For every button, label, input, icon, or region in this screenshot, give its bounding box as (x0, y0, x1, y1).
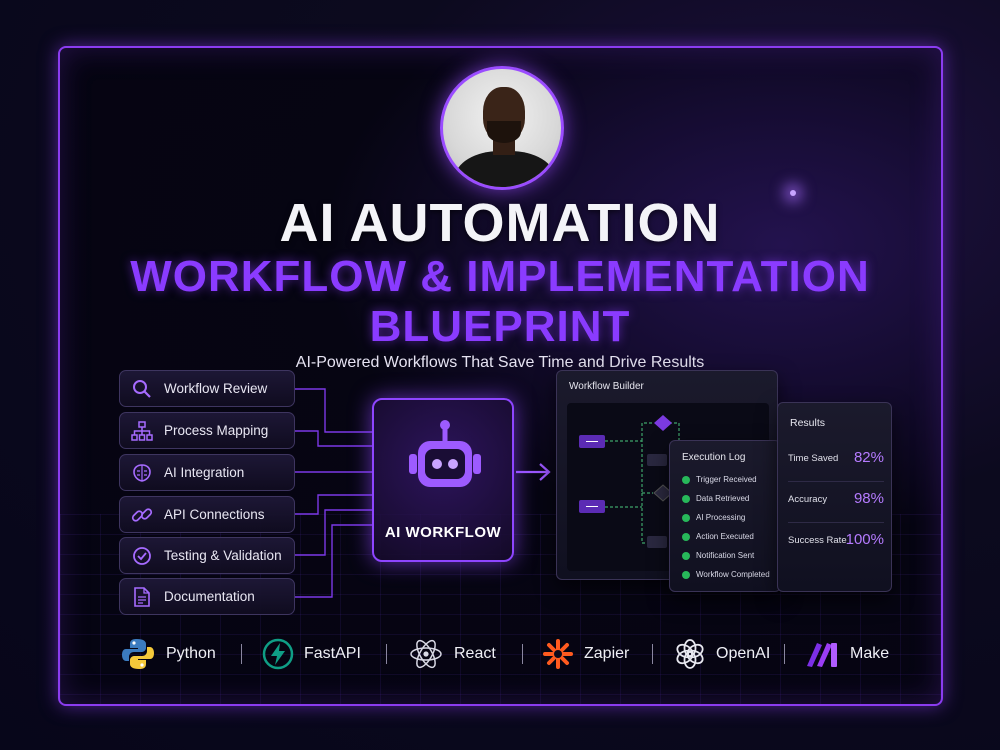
tool-label: Zapier (584, 645, 630, 662)
execution-log-panel: Execution Log Trigger Received Data Retr… (669, 440, 781, 592)
step-label: AI Integration (164, 465, 245, 480)
step-label: Testing & Validation (164, 548, 282, 563)
make-icon (807, 643, 837, 667)
check-icon (682, 475, 690, 484)
step-testing-validation: Testing & Validation (119, 537, 295, 574)
brain-icon (120, 454, 164, 491)
title-line-2: WORKFLOW & IMPLEMENTATION (130, 252, 870, 301)
tool-zapier: Zapier (542, 636, 629, 672)
log-item: Workflow Completed (682, 570, 770, 579)
check-icon (682, 494, 690, 503)
log-item: AI Processing (682, 513, 745, 522)
check-icon (682, 532, 690, 541)
tool-react: React (408, 636, 496, 672)
link-icon (120, 496, 164, 533)
tool-fastapi: FastAPI (262, 636, 361, 672)
openai-icon (676, 639, 704, 669)
tool-label: React (454, 645, 496, 662)
panel-title: Execution Log (682, 452, 746, 463)
step-label: Documentation (164, 589, 255, 604)
title-line-1: AI AUTOMATION (279, 193, 721, 253)
tool-label: Python (166, 645, 216, 662)
subtitle: AI-Powered Workflows That Save Time and … (295, 354, 705, 371)
check-icon (682, 570, 690, 579)
tool-make: Make (806, 636, 889, 672)
step-api-connections: API Connections (119, 496, 295, 533)
step-label: API Connections (164, 507, 265, 522)
step-label: Workflow Review (164, 381, 268, 396)
tools-row: Python FastAPI React Zapier (120, 636, 900, 672)
ai-workflow-box: AI WORKFLOW (372, 398, 514, 562)
react-icon (410, 639, 442, 669)
python-icon (122, 639, 154, 669)
ai-workflow-label: AI WORKFLOW (384, 524, 502, 541)
tool-label: FastAPI (304, 645, 361, 662)
search-icon (120, 370, 164, 407)
panel-title: Results (790, 417, 826, 429)
log-item: Data Retrieved (682, 494, 749, 503)
robot-icon (409, 420, 481, 487)
check-circle-icon (120, 537, 164, 574)
check-icon (682, 551, 690, 560)
hierarchy-icon (120, 412, 164, 449)
log-item: Trigger Received (682, 475, 757, 484)
step-documentation: Documentation (119, 578, 295, 615)
check-icon (682, 513, 690, 522)
step-label: Process Mapping (164, 423, 269, 438)
step-process-mapping: Process Mapping (119, 412, 295, 449)
arrow-right-icon (516, 463, 551, 481)
glow-star (790, 190, 796, 196)
step-ai-integration: AI Integration (119, 454, 295, 491)
tool-openai: OpenAI (674, 636, 770, 672)
document-icon (120, 578, 164, 615)
flow-diagram (579, 415, 680, 548)
panel-title: Workflow Builder (569, 381, 644, 392)
step-workflow-review: Workflow Review (119, 370, 295, 407)
tool-python: Python (120, 636, 216, 672)
fastapi-icon (262, 638, 294, 670)
title-line-3: BLUEPRINT (369, 302, 631, 351)
tool-label: Make (850, 645, 890, 662)
avatar (440, 66, 564, 190)
log-item: Notification Sent (682, 551, 754, 560)
log-item: Action Executed (682, 532, 754, 541)
zapier-icon (543, 639, 573, 669)
tool-label: OpenAI (716, 645, 771, 662)
